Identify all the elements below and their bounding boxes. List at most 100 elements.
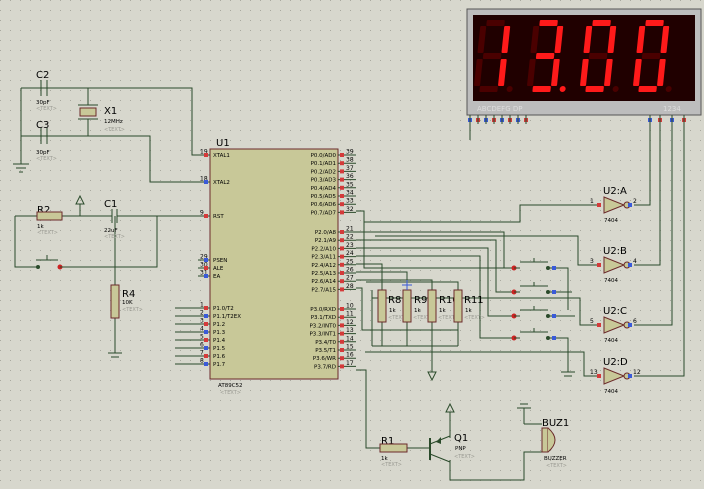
- mcu-pin-number: 39: [346, 149, 354, 156]
- push-button[interactable]: [511, 258, 557, 271]
- mcu-pin-number: 14: [346, 335, 354, 342]
- capacitor-c2[interactable]: C2 30pF <TEXT>: [31, 70, 57, 112]
- display-segment: [527, 59, 536, 86]
- mcu-pin-name: P0.5/AD5: [311, 194, 337, 200]
- capacitor-c1[interactable]: C1 22uF <TEXT>: [103, 199, 126, 240]
- display-segment: [636, 26, 646, 53]
- mcu-pin-marker: [340, 262, 344, 267]
- r9-text: <TEXT>: [413, 315, 434, 321]
- mcu-pin-name: P0.7/AD7: [311, 210, 337, 216]
- display-segment: [580, 59, 589, 86]
- mcu-pin-number: 29: [200, 254, 208, 261]
- inverter-pin-marker: [628, 263, 632, 267]
- mcu-pin-marker: [340, 153, 344, 157]
- display-segment: [592, 20, 611, 26]
- inverter-part: 7404: [604, 389, 618, 395]
- display-digit-label: 1234: [663, 105, 681, 113]
- mcu-pin-number: 23: [346, 242, 354, 249]
- r2-ref: R2: [37, 205, 50, 216]
- x1-ref: X1: [104, 106, 117, 117]
- inverter-pin-marker: [597, 203, 601, 207]
- resistor-r1[interactable]: R1 1k <TEXT>: [379, 436, 408, 468]
- x1-text: <TEXT>: [104, 127, 125, 133]
- inverter-pin-marker: [628, 323, 632, 327]
- display-segment: [604, 59, 613, 86]
- mcu-pin-marker: [340, 287, 344, 292]
- mcu-pin-number: 3: [200, 318, 204, 325]
- mcu-pin-number: 33: [346, 198, 354, 205]
- inverter-ref: U2:B: [603, 246, 627, 257]
- display-digit: [527, 20, 566, 92]
- mcu-pin-marker: [340, 230, 344, 234]
- transistor-q1[interactable]: Q1 PNP <TEXT>: [429, 433, 475, 463]
- mcu-pin-marker: [340, 315, 344, 320]
- inverter-body: [603, 256, 626, 274]
- display-segment: [641, 53, 661, 59]
- inverter-body: [603, 367, 626, 385]
- r9-ref: R9: [414, 295, 427, 306]
- display-segment: [486, 20, 505, 26]
- mcu-u1[interactable]: U1 19XTAL118XTAL29RST29PSEN30ALE31EA1P1.…: [198, 138, 356, 396]
- r2-value: 1k: [37, 224, 44, 230]
- push-button[interactable]: [511, 328, 557, 341]
- mcu-pin-name: RST: [213, 214, 224, 220]
- inverter-out-pin: 6: [633, 318, 637, 325]
- seven-segment-display[interactable]: ABCDEFG DP 1234: [466, 8, 702, 124]
- mcu-pin-name: P2.4/A12: [311, 263, 336, 269]
- ground-symbol: [517, 403, 531, 409]
- ground-symbol: [13, 163, 29, 173]
- mcu-pin-number: 13: [346, 327, 354, 334]
- mcu-pin-number: 27: [346, 275, 354, 282]
- buz-value: BUZZER: [544, 456, 567, 462]
- display-segment: [482, 53, 502, 59]
- buzzer-buz1[interactable]: BUZ1 BUZZER <TEXT>: [541, 418, 569, 469]
- r2-text: <TEXT>: [37, 230, 58, 236]
- mcu-pin-number: 24: [346, 250, 354, 257]
- r1-text: <TEXT>: [381, 462, 402, 468]
- mcu-pin-number: 25: [346, 258, 354, 265]
- mcu-pin-number: 18: [200, 176, 208, 183]
- mcu-pin-marker: [204, 314, 208, 318]
- resistor-r2[interactable]: R2 1k <TEXT>: [36, 205, 63, 236]
- mcu-pin-marker: [204, 306, 208, 310]
- power-arrow-icon: [427, 371, 437, 382]
- inverter-pin-marker: [597, 323, 601, 327]
- display-segment: [535, 53, 555, 59]
- mcu-pin-marker: [204, 330, 208, 334]
- r10-value: 1k: [439, 308, 446, 314]
- crystal-x1[interactable]: X1 12MHz <TEXT>: [78, 95, 125, 133]
- mcu-pin-marker: [204, 153, 208, 157]
- push-button[interactable]: [511, 282, 557, 295]
- resistor-r10[interactable]: R10 1k <TEXT>: [427, 289, 459, 323]
- mcu-pin-name: P1.3: [213, 330, 226, 336]
- push-button-pin-marker: [552, 336, 556, 340]
- mcu-pin-number: 28: [346, 283, 354, 290]
- mcu-pin-marker: [204, 258, 208, 262]
- c1-value: 22uF: [104, 228, 118, 234]
- mcu-pin-name: XTAL1: [213, 153, 230, 159]
- mcu-pin-name: P2.6/A14: [311, 279, 336, 285]
- resistor-r8[interactable]: R8 1k <TEXT>: [377, 289, 409, 323]
- mcu-pin-name: P0.6/AD6: [311, 202, 337, 208]
- mcu-pin-name: P1.2: [213, 322, 225, 328]
- push-button-contact: [546, 290, 550, 294]
- inverter-pin-marker: [597, 374, 601, 378]
- mcu-pin-marker: [340, 161, 344, 166]
- mcu-pin-marker: [204, 214, 208, 218]
- mcu-pin-marker: [340, 185, 344, 190]
- display-segment: [607, 26, 617, 53]
- resistor-r11[interactable]: R11 1k <TEXT>: [453, 289, 485, 323]
- push-button[interactable]: [511, 306, 557, 319]
- mcu-pin-number: 5: [200, 334, 204, 341]
- display-segment: [532, 86, 551, 92]
- probe-marker-icon: [402, 280, 412, 290]
- resistor-r4[interactable]: R4 10K <TEXT>: [110, 284, 143, 319]
- mcu-pin-marker: [340, 323, 344, 328]
- capacitor-c3[interactable]: C3 30pF <TEXT>: [31, 120, 57, 162]
- reset-button[interactable]: [30, 255, 67, 270]
